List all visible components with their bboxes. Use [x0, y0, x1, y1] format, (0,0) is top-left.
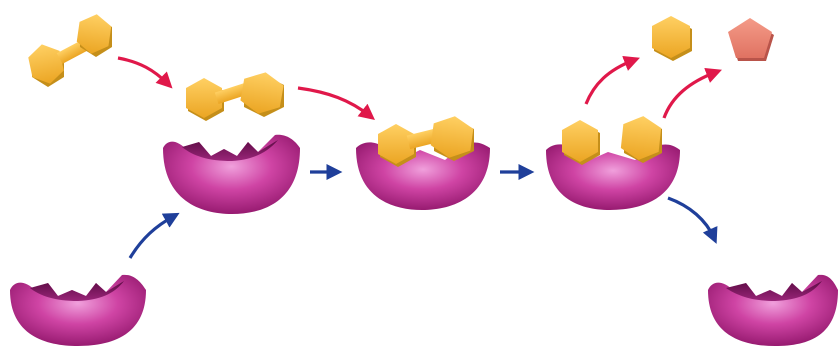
released-product-2 [728, 18, 774, 61]
enzyme-awaiting-substrate [163, 134, 300, 214]
free-substrate [28, 14, 112, 87]
arrow-product-release-1 [584, 55, 640, 105]
bound-substrate [378, 116, 474, 167]
arrow-product-release-2 [662, 67, 722, 119]
arrow-substrate-approach [117, 56, 173, 89]
arrow-substrate-binding [297, 86, 375, 120]
free-enzyme [10, 274, 146, 346]
bound-products [562, 116, 662, 165]
regenerated-enzyme [708, 274, 838, 346]
arrow-enzyme-regeneration [667, 196, 718, 244]
released-product-1 [652, 16, 692, 61]
substrate-approaching [186, 72, 284, 121]
arrow-enzyme-to-awaiting [128, 212, 180, 259]
